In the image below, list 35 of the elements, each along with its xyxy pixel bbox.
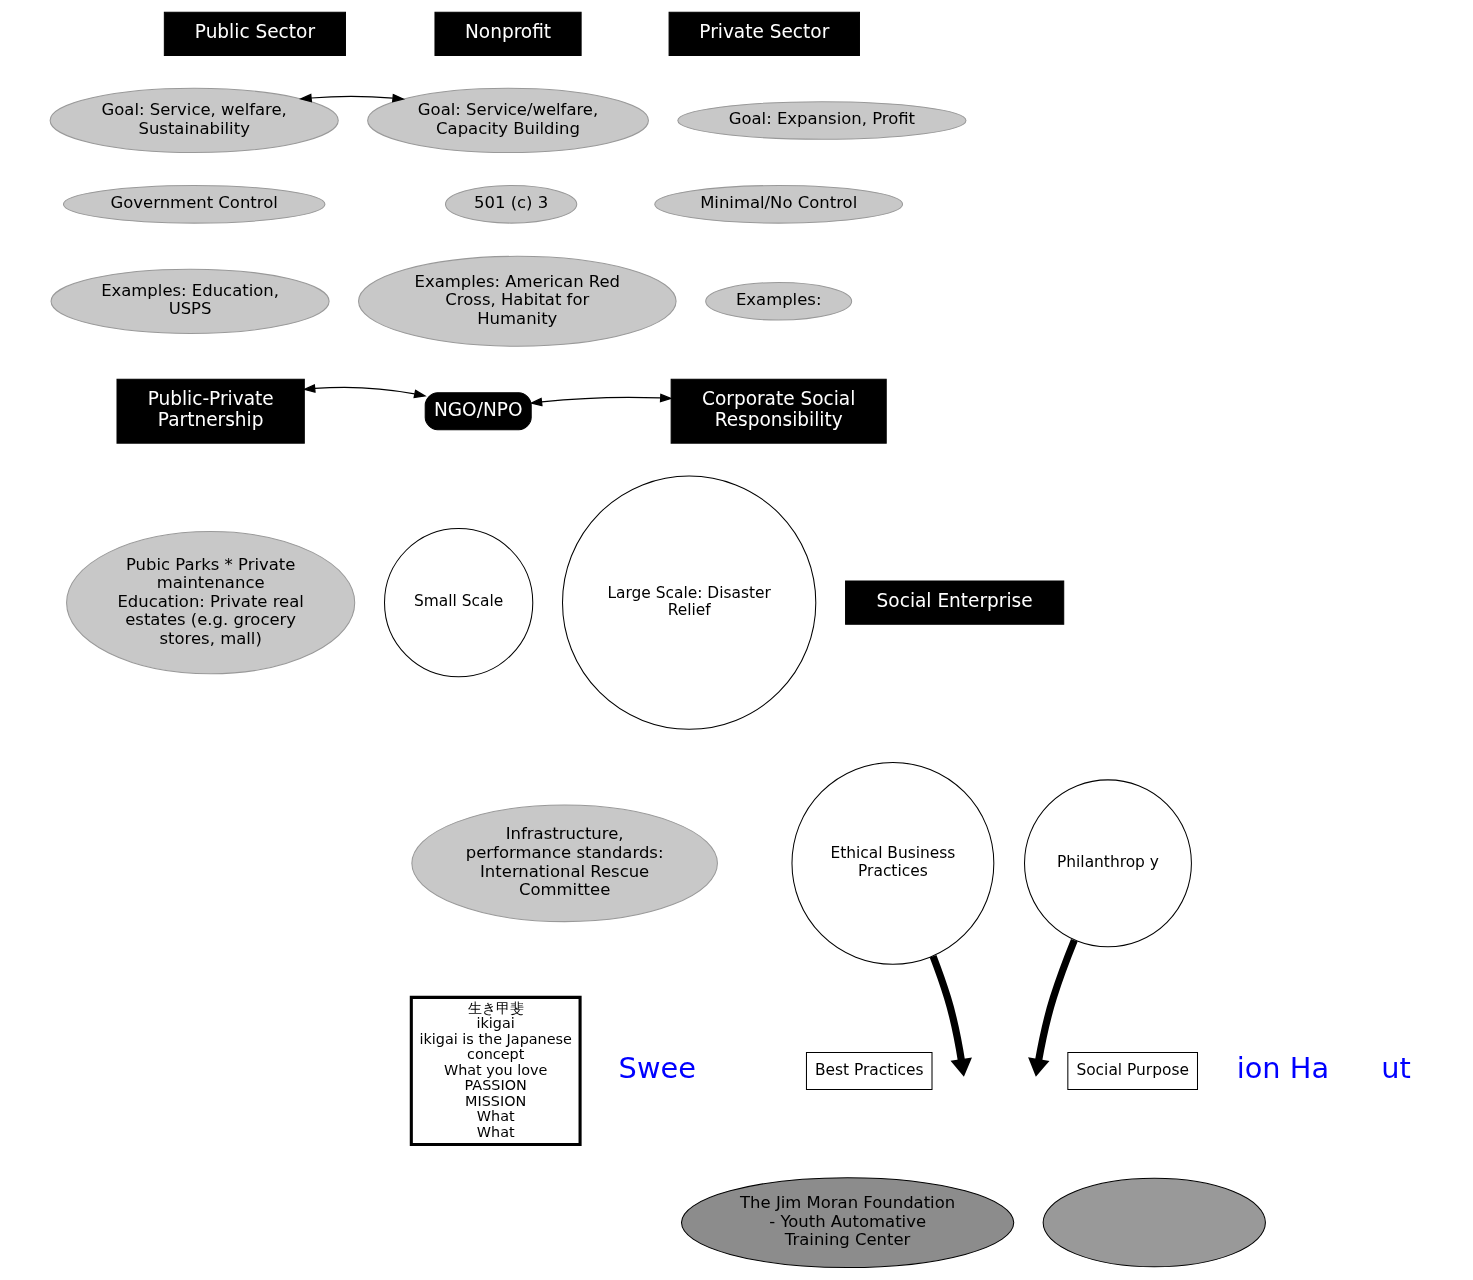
- arrow: [528, 393, 673, 407]
- node-circle: Small Scale: [383, 528, 533, 678]
- node-box: 生き甲斐 ikigai ikigai is the Japanese concept What you love PASSION MISSION What What: [409, 995, 582, 1147]
- node-box: Corporate Social Responsibility: [670, 378, 887, 444]
- arrow: [302, 383, 427, 399]
- node-box: Best Practices: [805, 1051, 933, 1091]
- node-ellipse: Goal: Expansion, Profit: [676, 101, 966, 140]
- arrow: [1027, 938, 1078, 1077]
- node-ellipse: Examples:: [704, 281, 852, 321]
- node-circle: Ethical Business Practices: [790, 761, 994, 965]
- node-box: Private Sector: [668, 11, 860, 56]
- node-circle: Large Scale: Disaster Relief: [561, 475, 816, 730]
- node-ellipse: Infrastructure, performance standards: International Rescue Committee: [410, 804, 718, 923]
- node-box: Public-Private Partnership: [116, 378, 305, 444]
- node-ellipse: Minimal/No Control: [653, 185, 903, 224]
- node-ellipse: Goal: Service, welfare, Sustainability: [49, 87, 339, 154]
- node-box: Social Purpose: [1066, 1051, 1198, 1091]
- label: Swee: [618, 1051, 696, 1086]
- node-ellipse: The Jim Moran Foundation - Youth Automative Training Center: [680, 1177, 1014, 1269]
- node-ellipse: [1042, 1177, 1266, 1268]
- label: ion Ha: [1236, 1051, 1329, 1086]
- node-box: Public Sector: [163, 11, 346, 56]
- label: ut: [1380, 1051, 1411, 1086]
- node-circle: Philanthrop y: [1023, 779, 1192, 948]
- node-ellipse: Examples: Education, USPS: [50, 268, 330, 334]
- node-ellipse: Goal: Service/welfare, Capacity Building: [366, 87, 649, 154]
- node-ellipse: Pubic Parks * Private maintenance Education: Private real estates (e.g. grocery stores, mall): [65, 531, 355, 675]
- node-ellipse: 501 (c) 3: [444, 185, 577, 224]
- node-ellipse: Examples: American Red Cross, Habitat for Humanity: [357, 255, 677, 347]
- arrow: [298, 93, 405, 103]
- arrow: [929, 955, 972, 1077]
- node-box: Nonprofit: [433, 11, 582, 56]
- node-ellipse: Government Control: [62, 185, 325, 224]
- node-box: Social Enterprise: [844, 580, 1064, 625]
- node-box: NGO/NPO: [424, 392, 532, 431]
